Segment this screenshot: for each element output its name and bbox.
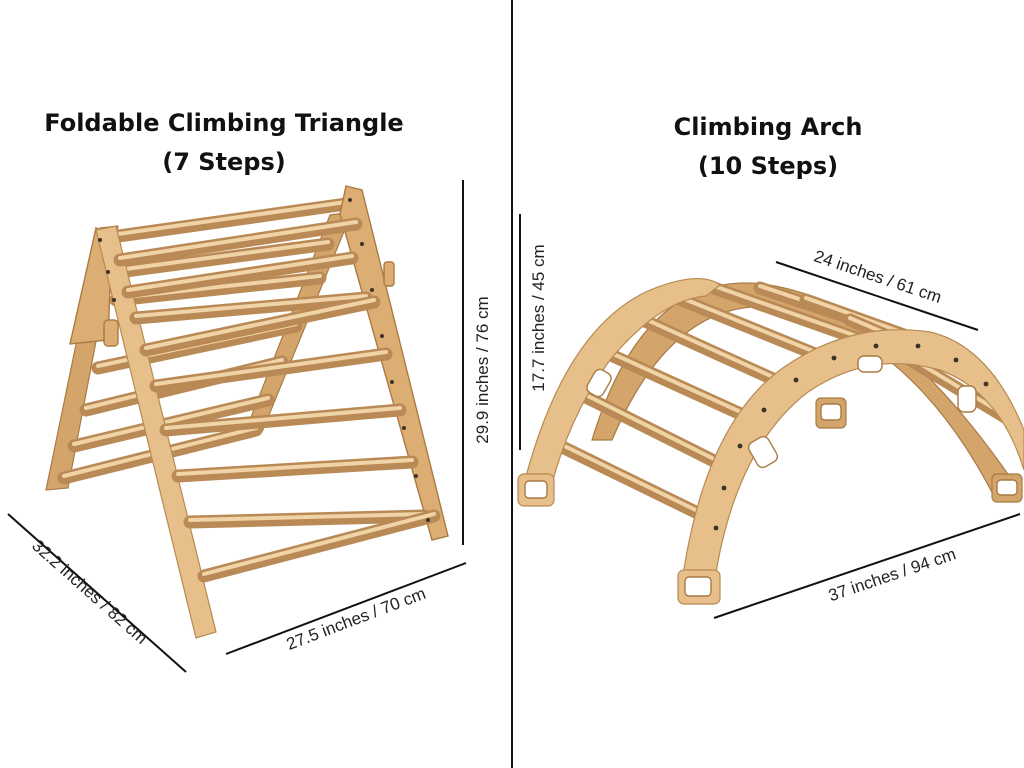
arch-length-dimension-line — [713, 513, 1021, 619]
triangle-front-rung-highlight — [188, 512, 426, 522]
triangle-back-rung-highlight — [116, 240, 330, 272]
triangle-front-rung-highlight — [202, 512, 436, 576]
triangle-front-rung-highlight — [118, 220, 358, 260]
triangle-back-rung-highlight — [72, 396, 270, 446]
triangle-back-rung-highlight — [102, 200, 348, 238]
triangle-depth-label: 32.2 inches / 82 cm — [28, 536, 151, 648]
width-dimension-line — [225, 562, 467, 655]
right-product-section: Climbing Arch (10 Steps) — [517, 113, 1024, 619]
arch-depth-dimension-line — [775, 261, 979, 331]
triangle-width-label: 27.5 inches / 70 cm — [284, 584, 429, 654]
left-title-line1: Foldable Climbing Triangle — [44, 109, 403, 137]
arch-rung-highlight — [712, 284, 864, 340]
right-title-line2: (10 Steps) — [698, 152, 838, 180]
arch-length-label: 37 inches / 94 cm — [826, 544, 958, 605]
left-title-line2: (7 Steps) — [162, 148, 286, 176]
arch-rung-highlight — [632, 312, 786, 384]
arch-rung-highlight — [546, 436, 714, 520]
climbing-arch-image — [517, 277, 1024, 605]
triangle-front-rung-highlight — [164, 406, 402, 430]
arch-rung-highlight — [598, 346, 756, 420]
depth-dimension-line — [7, 513, 187, 673]
triangle-front-rung-highlight — [176, 458, 414, 476]
left-product-section: Foldable Climbing Triangle (7 Steps) — [7, 109, 492, 673]
arch-rung-highlight — [670, 292, 822, 356]
triangle-front-rung-highlight — [126, 254, 354, 292]
arch-rung-highlight — [570, 386, 734, 470]
right-title-line1: Climbing Arch — [674, 113, 863, 141]
arch-height-label: 17.7 inches / 45 cm — [529, 244, 548, 391]
climbing-triangle-image — [45, 185, 449, 639]
triangle-front-rung-highlight — [144, 298, 376, 350]
triangle-front-rung-highlight — [154, 350, 388, 386]
triangle-front-rung-highlight — [134, 294, 368, 318]
triangle-height-label: 29.9 inches / 76 cm — [473, 296, 492, 443]
